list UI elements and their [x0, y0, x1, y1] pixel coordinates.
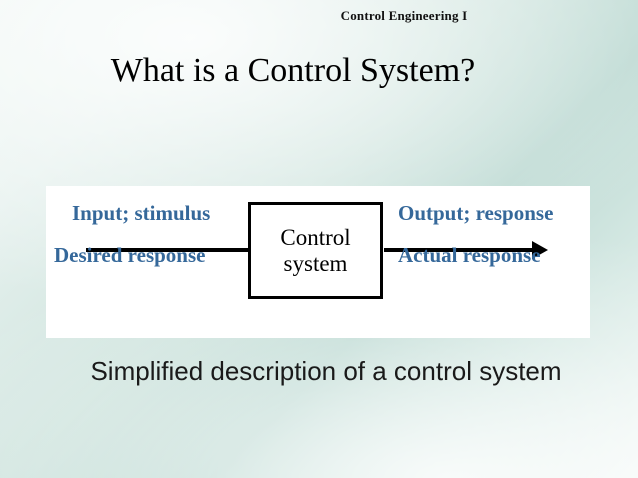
output-response-label: Output; response: [398, 201, 554, 225]
actual-response-label: Actual response: [398, 243, 541, 267]
slide-caption: Simplified description of a control syst…: [90, 356, 562, 386]
control-system-block-line1: Control: [280, 224, 351, 250]
output-arrow-head-icon: [532, 241, 548, 259]
control-system-block: Control system: [248, 202, 383, 299]
desired-response-label: Desired response: [54, 243, 206, 267]
diagram-panel: Control system Input; stimulus Desired r…: [46, 186, 590, 338]
output-arrow-line: [384, 248, 534, 252]
input-arrow-line: [86, 248, 254, 252]
control-system-block-line2: system: [283, 250, 348, 276]
page-title: What is a Control System?: [110, 52, 476, 89]
course-label: Control Engineering I: [340, 8, 468, 23]
input-stimulus-label: Input; stimulus: [72, 201, 211, 225]
